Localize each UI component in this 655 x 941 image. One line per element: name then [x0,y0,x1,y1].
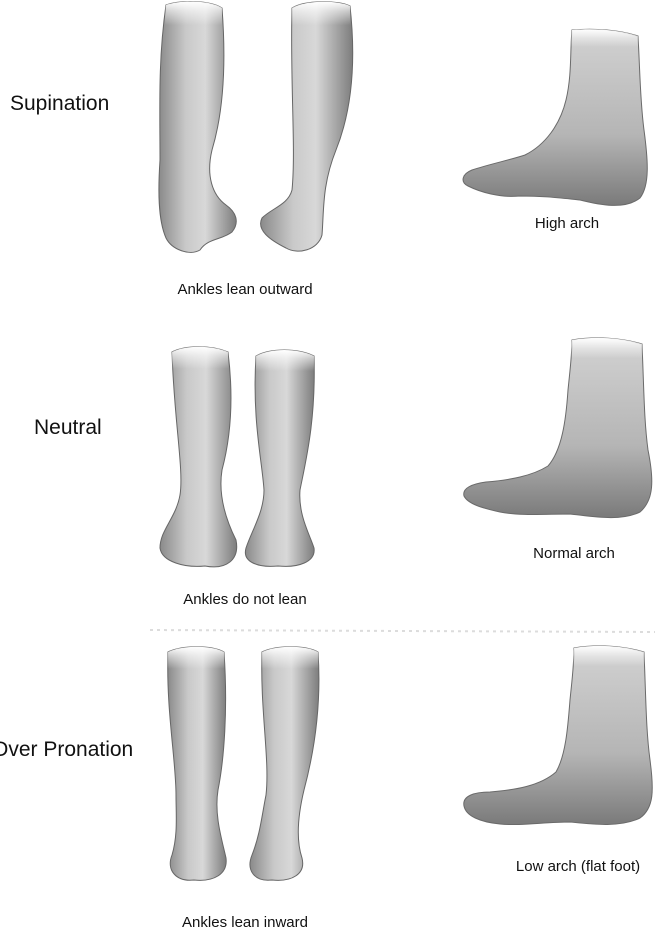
row-label-supination: Supination [10,92,109,116]
supination-legs [159,2,353,253]
low-arch-foot [464,646,653,825]
over-pronation-legs [166,647,320,881]
caption-ankles-neutral: Ankles do not lean [183,591,306,608]
caption-arch-low: Low arch (flat foot) [516,858,640,875]
row-label-over-pronation: Over Pronation [0,738,133,762]
caption-arch-normal: Normal arch [533,545,615,562]
row-label-neutral: Neutral [34,416,102,440]
high-arch-foot [463,29,647,205]
neutral-legs [160,347,314,567]
normal-arch-foot [464,338,652,518]
caption-ankles-over-pronation: Ankles lean inward [182,914,308,931]
caption-ankles-supination: Ankles lean outward [177,281,312,298]
divider-line [150,630,655,632]
caption-arch-high: High arch [535,215,599,232]
